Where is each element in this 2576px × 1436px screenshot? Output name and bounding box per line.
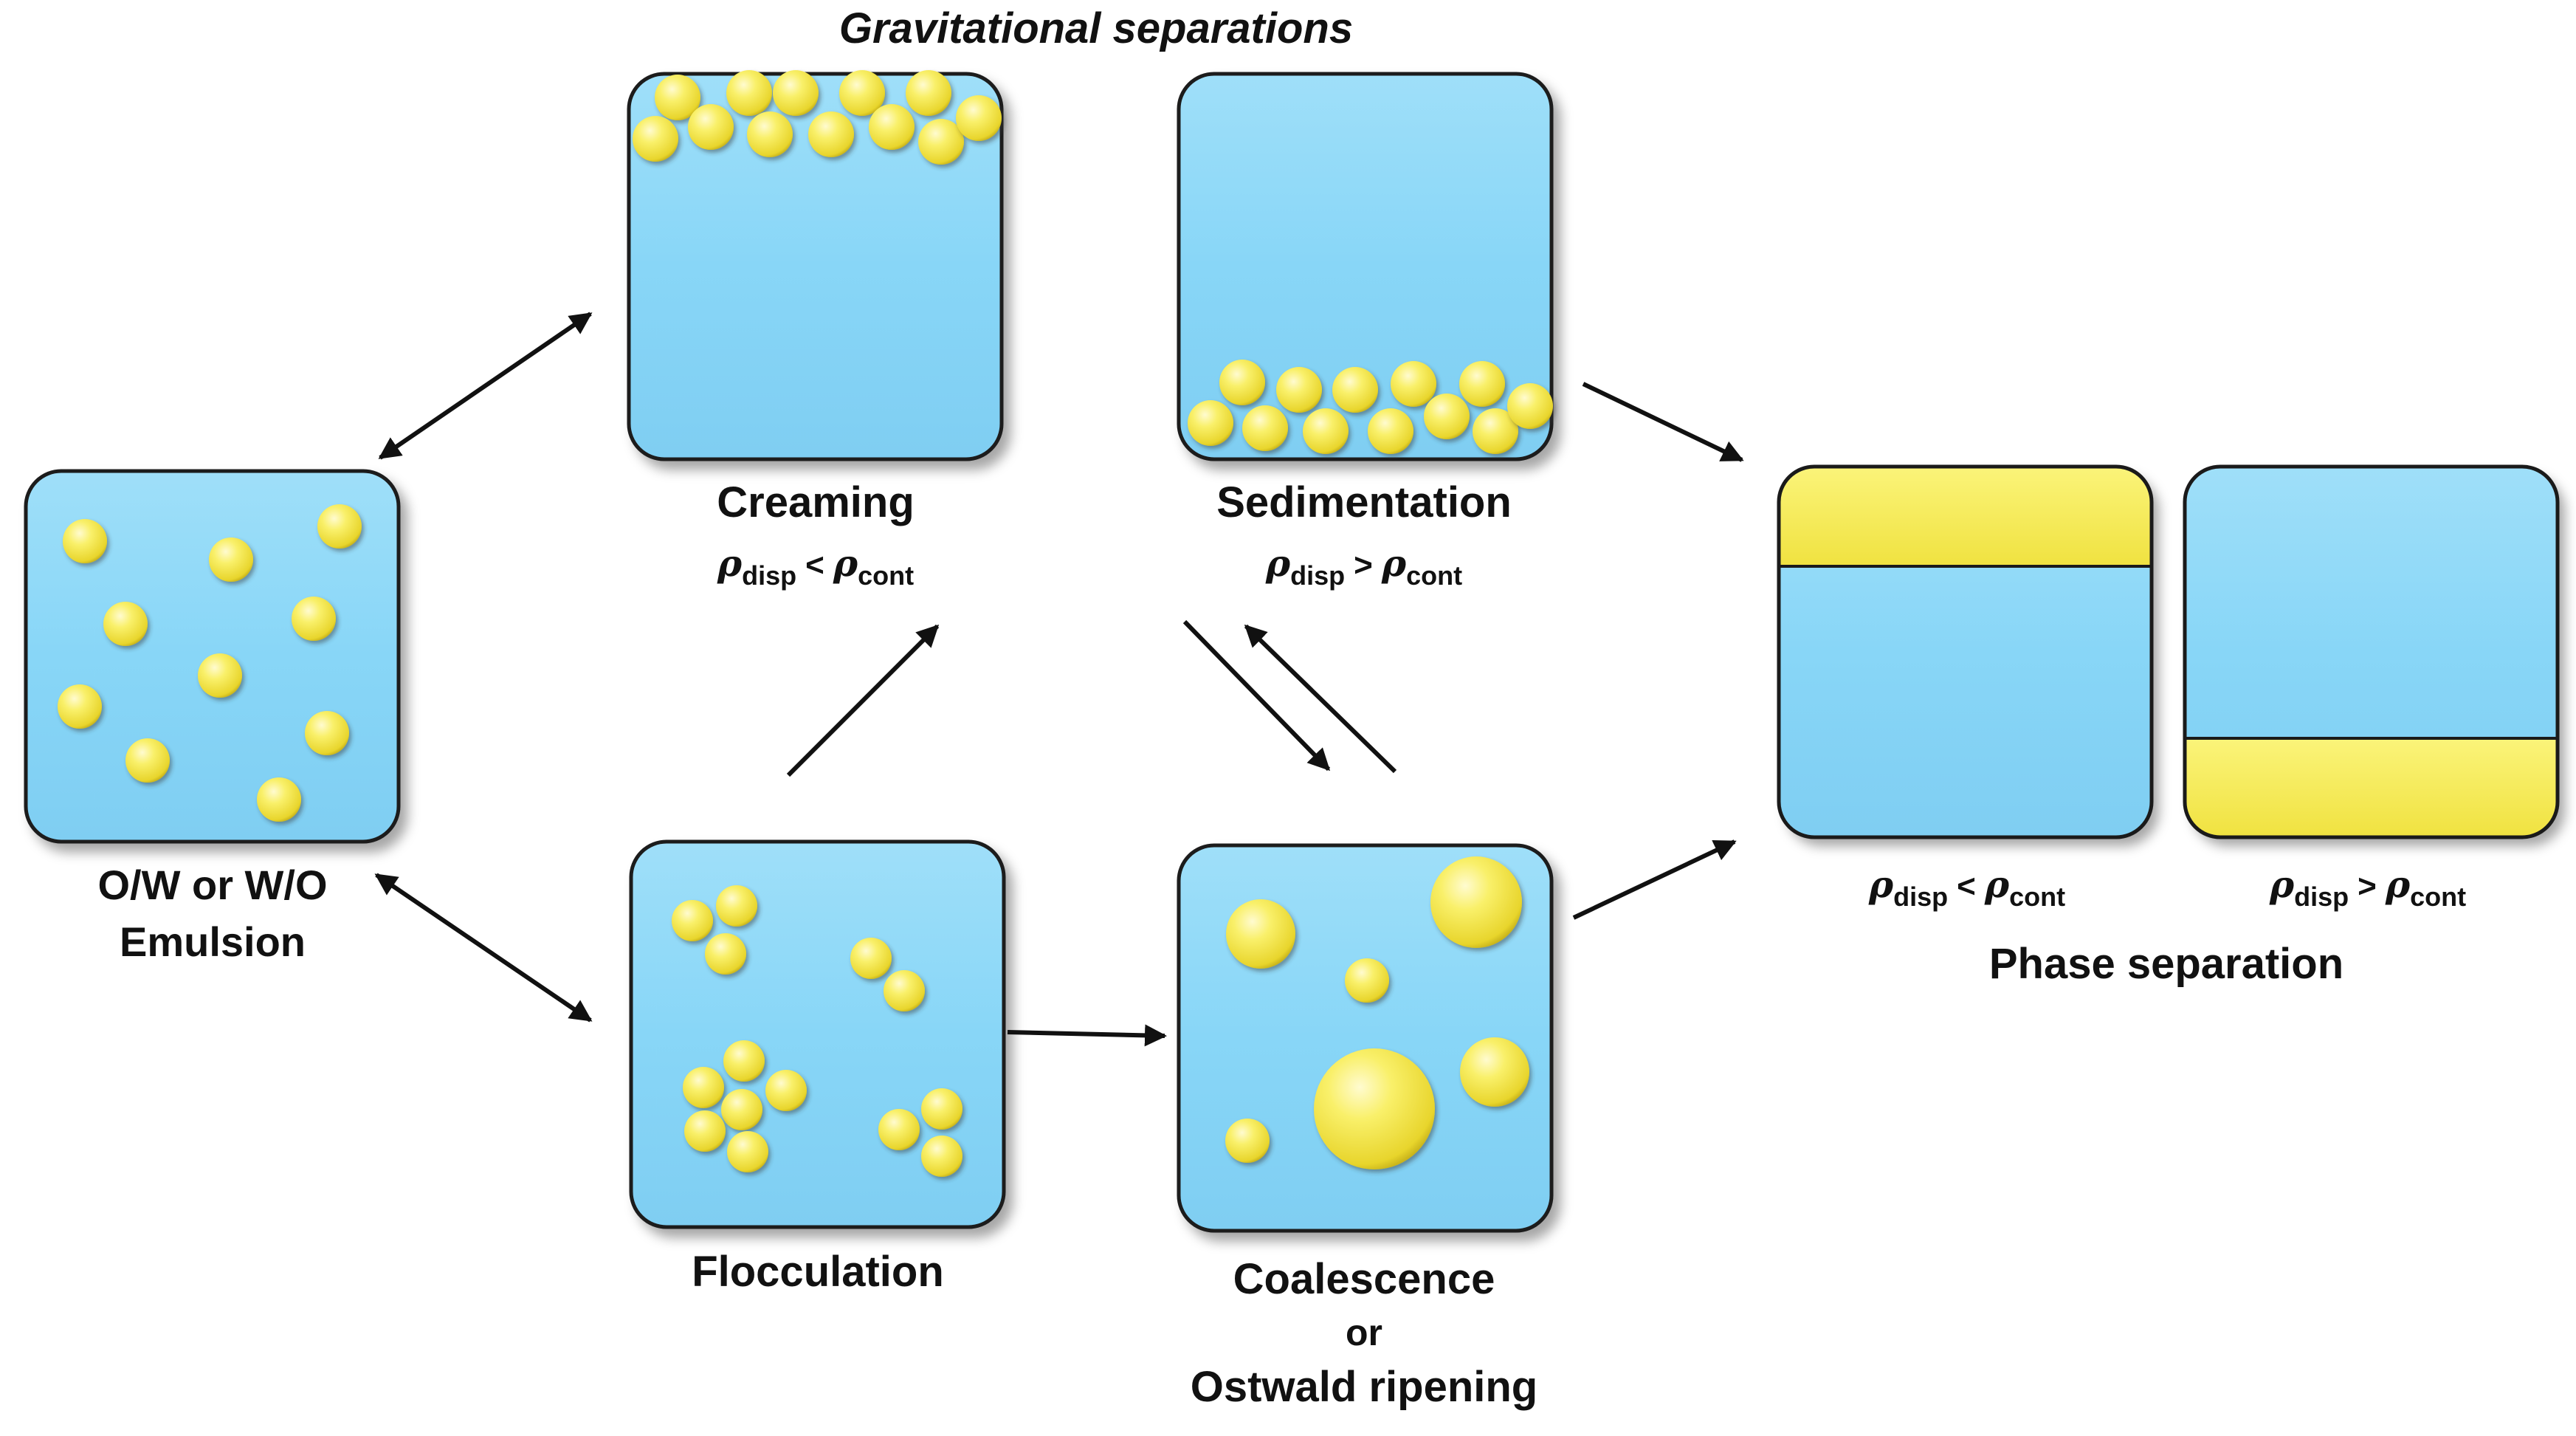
droplet — [716, 885, 757, 927]
creaming-droplets — [633, 70, 1002, 165]
droplet — [906, 70, 951, 116]
arrow-coalescence-sedimentation — [1244, 624, 1397, 774]
droplet — [921, 1088, 962, 1130]
droplet — [839, 70, 885, 116]
droplet — [103, 602, 148, 646]
sedimentation-label: Sedimentation — [1216, 478, 1512, 526]
droplet — [721, 1089, 762, 1130]
droplet — [884, 970, 925, 1011]
droplet — [773, 70, 819, 116]
droplet — [1473, 408, 1518, 454]
droplet — [305, 711, 349, 755]
emulsion-label-line1: O/W or W/O — [97, 862, 327, 908]
arrow-emulsion-flocculation — [374, 873, 593, 1023]
droplet — [257, 777, 301, 822]
droplet — [1219, 360, 1265, 405]
droplet — [956, 95, 1002, 141]
flocculation-droplets — [672, 885, 962, 1177]
arrow-flocculation-coalescence — [1007, 1024, 1167, 1047]
emulsion-box — [24, 469, 401, 844]
droplet — [1424, 394, 1470, 439]
droplet — [1368, 408, 1413, 454]
droplet — [726, 70, 772, 116]
droplet — [1507, 383, 1553, 429]
droplet — [683, 1067, 724, 1108]
droplet — [808, 111, 854, 157]
creaming-label: Creaming — [717, 478, 915, 526]
droplet — [1430, 856, 1522, 948]
sedimentation-density-relation: ρdisp>ρcont — [1265, 541, 1462, 591]
coalescence-box — [1177, 843, 1554, 1233]
droplet — [1459, 361, 1505, 407]
phase-separation-label: Phase separation — [1989, 940, 2343, 988]
diagram-title: Gravitational separations — [839, 4, 1353, 52]
droplet — [655, 75, 700, 120]
arrow-flocculation-creaming — [786, 624, 940, 777]
droplet — [1303, 408, 1349, 454]
droplet — [688, 104, 734, 150]
droplet — [209, 537, 253, 582]
droplet — [63, 519, 107, 563]
droplet — [58, 684, 102, 729]
phase-separation-density-relation-creamed: ρdisp<ρcont — [1868, 862, 2065, 912]
emulsion-droplets — [58, 504, 362, 822]
droplet — [672, 900, 713, 941]
droplet — [1276, 367, 1322, 413]
arrows — [374, 312, 1744, 1047]
creaming-box — [627, 70, 1004, 461]
droplet — [292, 597, 336, 641]
phase-separation-box-sedimented — [2183, 464, 2560, 839]
droplet — [125, 738, 170, 783]
sedimentation-box — [1177, 72, 1554, 461]
droplet — [850, 938, 892, 979]
droplet — [1391, 361, 1436, 407]
droplet — [1345, 958, 1389, 1003]
droplet — [1225, 1119, 1270, 1163]
droplet — [1188, 400, 1233, 446]
droplet — [1226, 899, 1295, 969]
droplet — [918, 119, 964, 165]
phase-separation-density-relation-sedimented: ρdisp>ρcont — [2269, 862, 2466, 912]
droplet — [747, 111, 793, 157]
arrow-coalescence-phase-separation — [1572, 839, 1737, 920]
droplet — [765, 1070, 807, 1111]
droplet — [878, 1109, 920, 1150]
arrow-emulsion-creaming — [378, 312, 593, 460]
sediment-layer — [2185, 738, 2558, 837]
flocculation-box — [629, 839, 1006, 1229]
droplet — [869, 104, 915, 150]
droplet — [1242, 405, 1288, 451]
droplet — [705, 933, 746, 975]
arrow-sedimentation-coalescence — [1182, 619, 1331, 772]
coalescence-label-line2: or — [1346, 1312, 1382, 1353]
droplet — [1332, 367, 1378, 413]
droplet — [317, 504, 362, 549]
droplet — [684, 1110, 726, 1152]
coalescence-label-line1: Coalescence — [1233, 1255, 1495, 1303]
droplet — [723, 1040, 765, 1082]
creaming-density-relation: ρdisp<ρcont — [717, 541, 914, 591]
flocculation-label: Flocculation — [692, 1248, 944, 1296]
droplet — [633, 116, 678, 162]
droplet — [921, 1136, 962, 1177]
cream-layer — [1779, 467, 2152, 566]
sedimentation-droplets — [1188, 360, 1553, 454]
arrow-sedimentation-phase-separation — [1582, 382, 1744, 462]
coalescence-droplets — [1225, 856, 1529, 1169]
droplet — [1460, 1037, 1529, 1107]
droplet — [727, 1131, 768, 1172]
emulsion-label-line2: Emulsion — [120, 918, 306, 965]
coalescence-label-line3: Ostwald ripening — [1191, 1363, 1538, 1411]
phase-separation-box-creamed — [1777, 464, 2154, 839]
droplet — [1314, 1048, 1435, 1169]
droplet — [198, 653, 242, 698]
